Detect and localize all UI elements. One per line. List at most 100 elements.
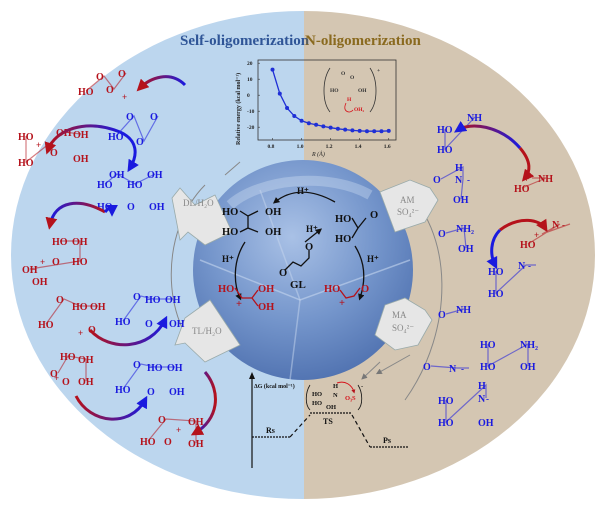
inset-ytick-label: -10	[247, 109, 255, 115]
left-molecule-atom: OH	[147, 170, 163, 181]
left-molecule-bonds	[85, 72, 127, 92]
inset-data-point	[270, 67, 275, 72]
left-molecule-atom: +	[54, 373, 59, 383]
left-molecule-atom: O	[133, 360, 141, 371]
left-molecule-atom: OH	[32, 277, 48, 288]
inset-data-point	[372, 129, 377, 134]
inset-data-point	[350, 128, 355, 133]
right-molecule-bonds	[445, 227, 467, 249]
left-molecule-atom: O	[50, 148, 58, 159]
gl-o-1: O	[279, 268, 287, 279]
cation-right-o: O	[361, 284, 369, 295]
left-molecule-atom: O	[127, 202, 135, 213]
right-molecule-atom: OH	[478, 418, 494, 429]
gl-bonds	[284, 250, 310, 271]
sphere-vein-2	[259, 189, 301, 381]
ts-charge: -	[361, 383, 363, 390]
right-molecule-bonds	[521, 177, 547, 189]
left-molecule-atom: HO	[127, 180, 143, 191]
left-molecule-atom: HO	[115, 317, 131, 328]
right-molecule-bonds	[445, 308, 465, 315]
arrow-left-6	[190, 371, 217, 436]
ts-o3s: O₃S	[345, 395, 356, 402]
right-molecule-atom: HO	[488, 289, 504, 300]
pad-ma-sub: SO₄²⁻	[392, 323, 414, 333]
right-molecule-atom: HO	[480, 362, 496, 373]
left-molecule-atom: O	[158, 415, 166, 426]
cation-left-oh-1: OH	[258, 284, 274, 295]
central-sphere	[193, 160, 413, 380]
ts-oh: OH	[326, 404, 336, 411]
cation-left-ho: HO	[218, 284, 234, 295]
right-molecule-atom: -	[467, 175, 470, 185]
ts-n: N	[333, 392, 338, 399]
left-molecule-atom: HO	[52, 237, 68, 248]
ts-ho-2: HO	[312, 400, 322, 407]
left-molecule-atom: +	[176, 425, 181, 435]
acid-o: O	[370, 210, 378, 221]
diol-ho-1: HO	[222, 207, 238, 218]
inset-data-point	[357, 128, 362, 133]
left-molecule-atom: O	[145, 319, 153, 330]
energy-ylabel: ΔG (kcal mol⁻¹)	[254, 383, 295, 390]
inset-data-point	[364, 129, 369, 134]
ts-ps-connector	[351, 414, 371, 448]
inset-xtick-label: 1.2	[326, 144, 333, 150]
left-molecule-atom: O	[147, 387, 155, 398]
arrow-left-3	[45, 201, 106, 230]
right-molecule: HON+-	[520, 220, 571, 251]
gl-label: GL	[290, 279, 306, 291]
cation-left-plus: +	[236, 299, 242, 310]
pad-am-so4: AM SO₄²⁻	[379, 179, 439, 233]
right-molecule-atom: HO	[438, 418, 454, 429]
pad-dl-label: DL/H₂O	[183, 198, 214, 208]
left-molecule-atom: O	[118, 69, 126, 80]
pad-dl-h2o: DL/H₂O	[171, 187, 233, 246]
left-molecule-atom: HO	[78, 87, 94, 98]
right-molecule-bonds	[495, 264, 536, 295]
pad-ma-so4: MA SO₄²⁻	[374, 297, 433, 351]
inset-bracket-right	[369, 67, 377, 113]
pad-ma-label: MA	[392, 310, 407, 320]
cation-left-oh-2: OH	[258, 302, 274, 313]
rs-label: Rs	[266, 426, 275, 435]
left-molecule-atom: O	[133, 292, 141, 303]
right-molecule-atom: H	[478, 381, 486, 392]
inset-bracket-left	[323, 67, 331, 113]
title-n-oligomerization: N-oligomerization	[305, 33, 421, 49]
left-molecule-atom: OH	[78, 377, 94, 388]
right-molecule-bonds	[487, 342, 529, 368]
gray-arrow-to-profile-1	[361, 361, 381, 380]
arrow-left-4	[88, 315, 168, 347]
left-molecule-atom: +	[40, 257, 45, 267]
left-molecule-atom: O	[96, 72, 104, 83]
left-molecule-atom: HO	[18, 158, 34, 169]
right-molecule-atom: NH	[467, 113, 482, 124]
right-molecule-atom: NH	[456, 305, 471, 316]
inset-data-point	[386, 128, 391, 133]
ts-bracket-left	[305, 384, 311, 411]
inset-data-point	[343, 127, 348, 132]
arrow-acid-to-diol	[272, 191, 336, 204]
right-molecule-atom: -	[562, 220, 565, 230]
inset-xtick-label: 0.8	[268, 144, 275, 150]
right-molecule-atom: -	[528, 261, 531, 271]
left-molecule-atom: HO	[140, 437, 156, 448]
right-molecule-atom: N	[552, 220, 560, 231]
left-molecule-atom: O	[56, 295, 64, 306]
diol-oh-1: OH	[265, 207, 281, 218]
arrow-left-3b	[103, 204, 118, 217]
left-molecule-atom: OH	[188, 439, 204, 450]
inset-data-point	[285, 106, 290, 110]
left-molecule-bonds	[29, 240, 81, 270]
left-molecule-atom: OH	[109, 170, 125, 181]
right-molecule-atom: O	[433, 175, 441, 186]
left-molecule-atom: HO	[147, 363, 163, 374]
right-molecule-atom: +	[534, 230, 539, 240]
